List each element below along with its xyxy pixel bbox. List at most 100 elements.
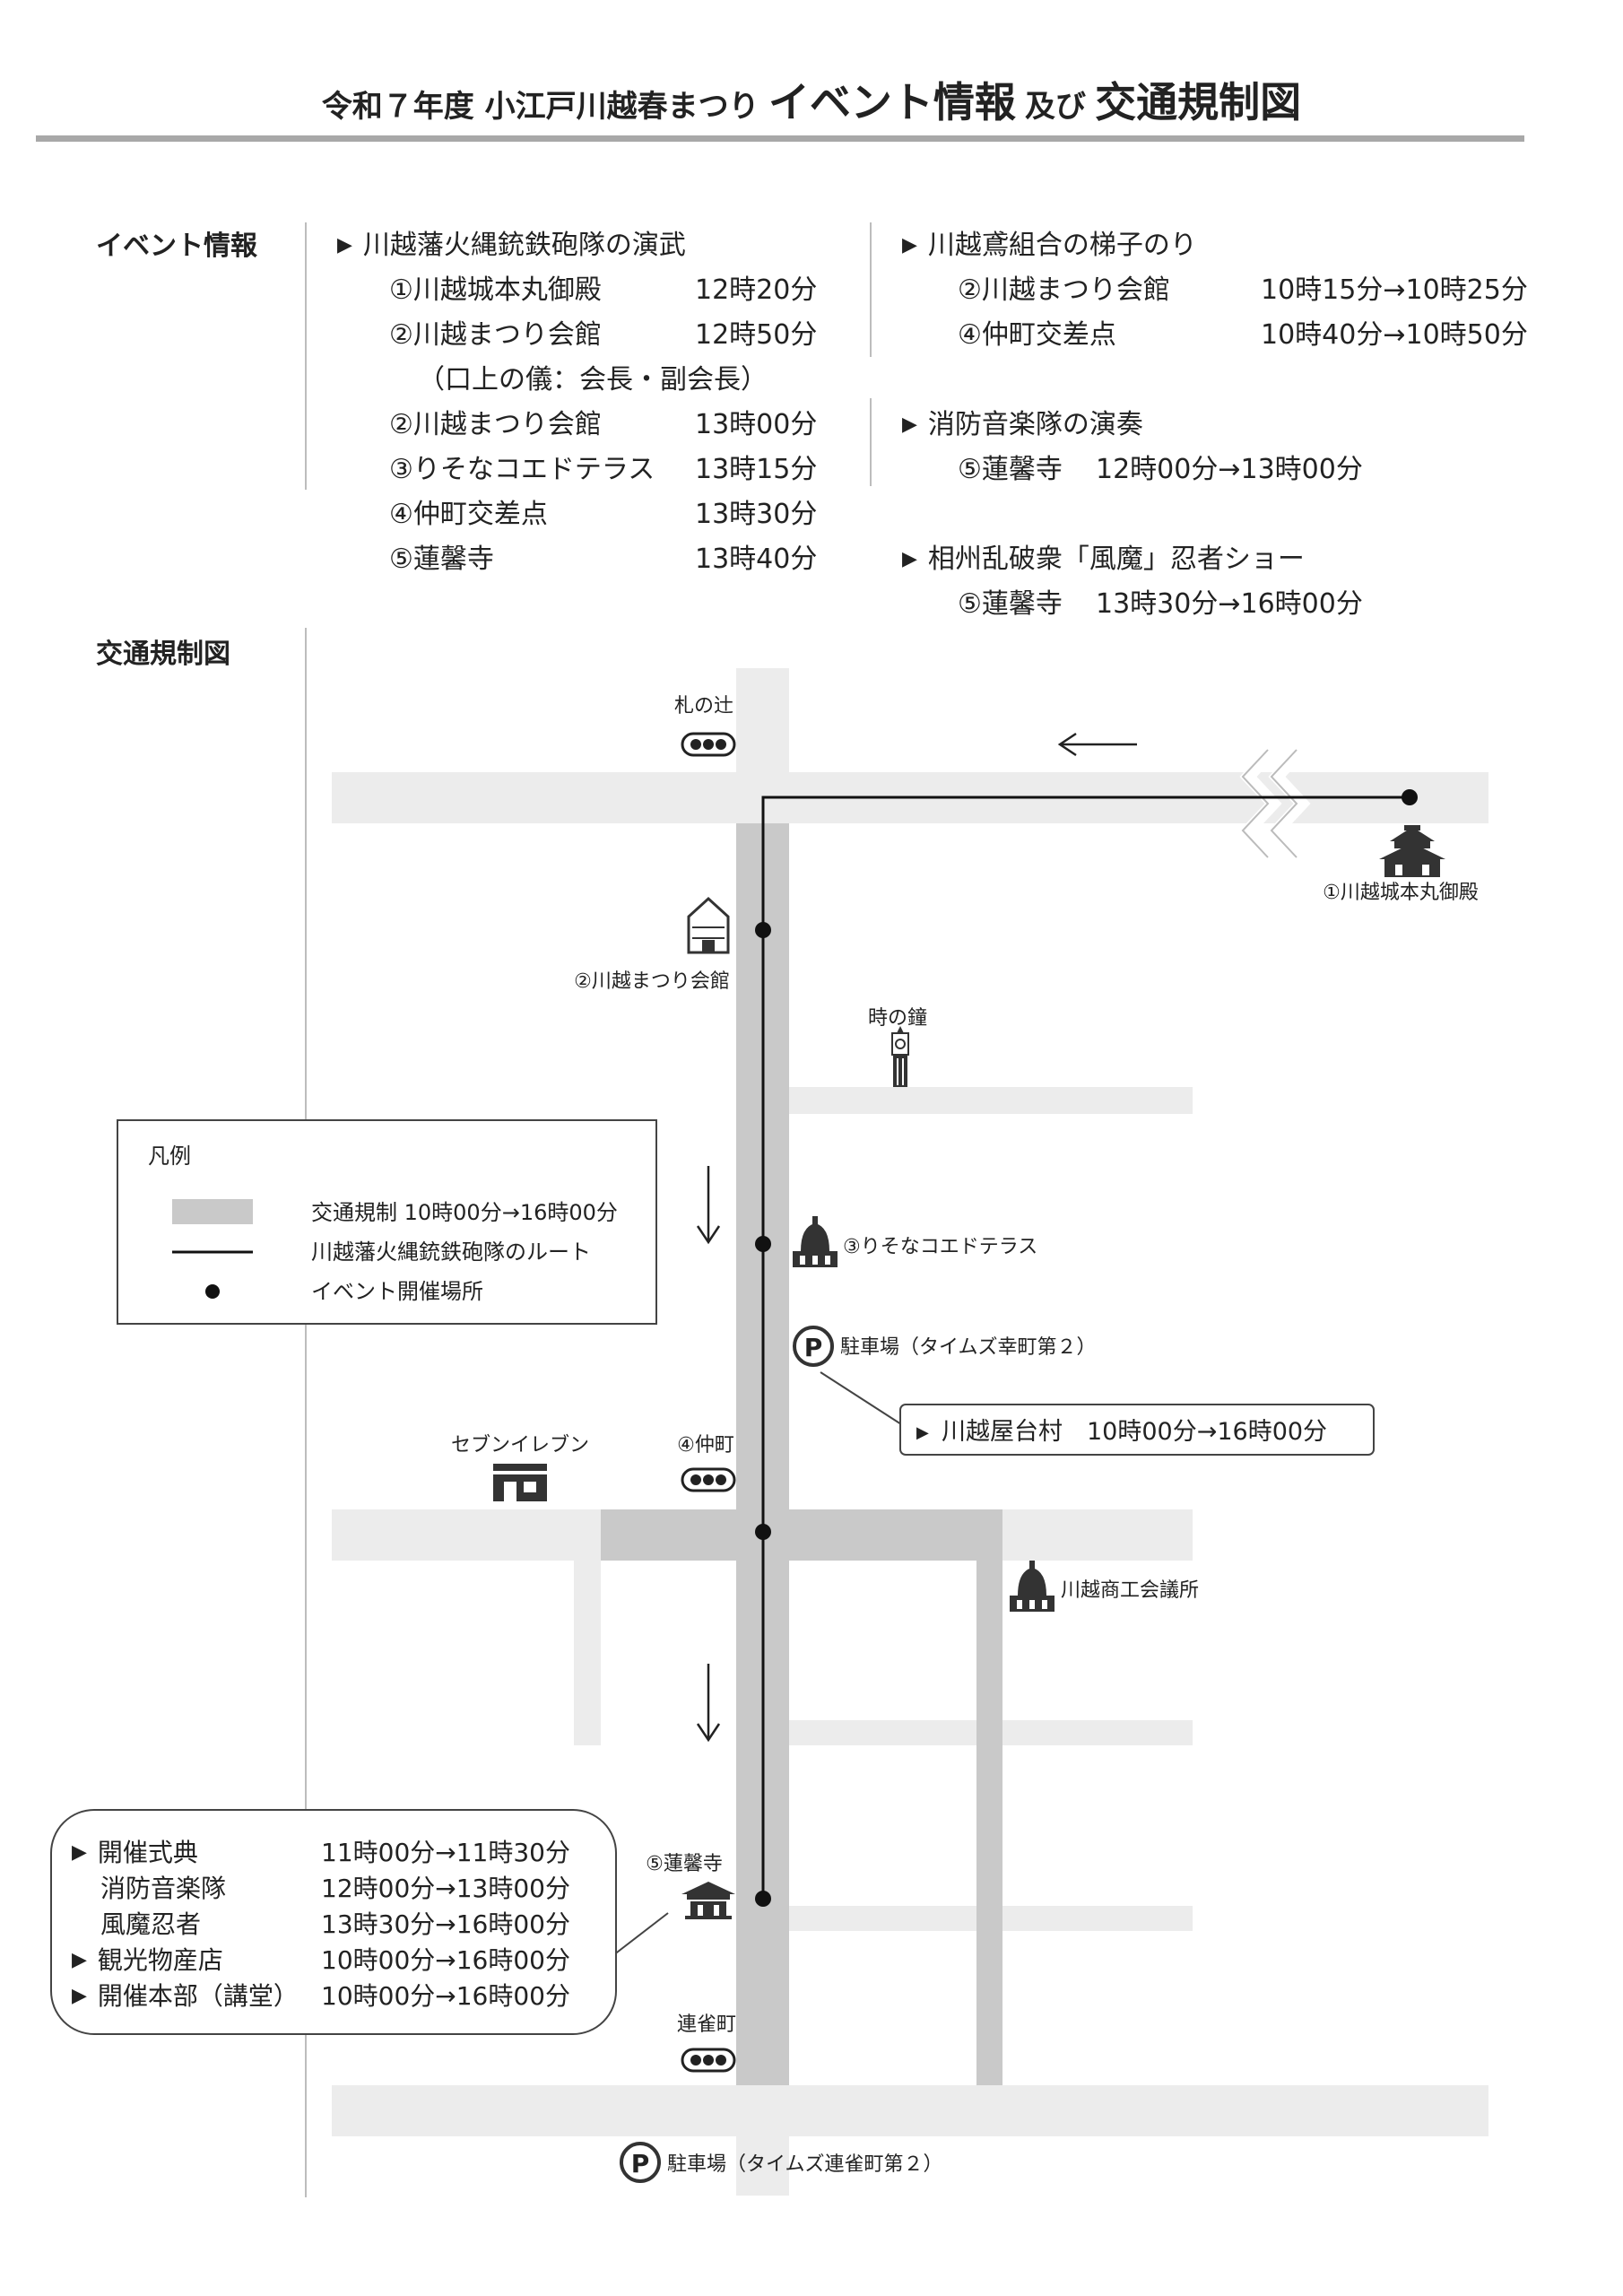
svg-text:P: P <box>631 2149 650 2179</box>
bullet-triangle-icon: ▶ <box>902 548 917 570</box>
legend-item-label: イベント開催場所 <box>311 1279 483 1304</box>
right-event-heading: ▶川越鳶組合の梯子のり <box>902 230 1197 261</box>
right-event-heading: ▶消防音楽隊の演奏 <box>902 409 1143 440</box>
label-toki-no-kane: 時の鐘 <box>868 1007 927 1030</box>
parking-icon: P <box>793 1326 834 1367</box>
label-resona: ③りそなコエドテラス <box>843 1236 1037 1258</box>
temple-icon <box>681 1882 735 1919</box>
schedule-row: ▶ 開催本部（講堂） <box>72 1977 299 2013</box>
map-section-label: 交通規制図 <box>96 639 230 670</box>
events-divider-mid-1 <box>870 222 872 357</box>
legend-title: 凡例 <box>148 1144 191 1169</box>
right-event-row-time: 10時40分→10時50分 <box>1261 319 1528 351</box>
event-dots <box>755 789 1418 1907</box>
schedule-row-time: 11時00分→11時30分 <box>321 1838 570 1867</box>
title-part2: イベント情報 <box>768 78 1016 126</box>
legend-gray-band <box>172 1199 253 1224</box>
schedule-row-name: 観光物産店 <box>97 1945 223 1975</box>
road-nakamachi-west <box>332 1509 601 1561</box>
road-tokinokane <box>789 1087 1193 1114</box>
event-dot-honmaru <box>1402 789 1418 805</box>
title-part3: 及び <box>1025 89 1086 125</box>
right-event-row-place: ②川越まつり会館 <box>958 274 1170 306</box>
schedule-row-name: 開催式典 <box>97 1838 198 1867</box>
bullet-triangle-icon: ▶ <box>337 234 352 257</box>
label-parking-saiwaicho: 駐車場（タイムズ幸町第２） <box>840 1336 1097 1359</box>
left-event-row-time: 13時30分 <box>695 499 818 530</box>
label-matsuri-kaikan: ②川越まつり会館 <box>574 970 730 993</box>
page-title: 令和７年度 小江戸川越春まつり イベント情報 及び 交通規制図 <box>0 70 1623 129</box>
events-section-label: イベント情報 <box>96 230 257 262</box>
dome-building-icon <box>793 1216 838 1267</box>
schedule-row-name: 開催本部（講堂） <box>97 1981 299 2011</box>
traffic-light-icon <box>681 2048 736 2073</box>
right-event-heading: ▶相州乱破衆「風魔」忍者ショー <box>902 544 1305 575</box>
right-event-row-time: 13時30分→16時00分 <box>1096 588 1363 620</box>
left-event-row-time: 13時15分 <box>695 454 818 485</box>
road-nakamachi-east <box>1002 1509 1193 1561</box>
yataimura-text: 川越屋台村 10時00分→16時00分 <box>942 1418 1327 1446</box>
right-event-row-place: ④仲町交差点 <box>958 319 1116 351</box>
legend-black-dot <box>205 1284 220 1299</box>
left-event-row-place: ⑤蓮馨寺 <box>389 544 494 575</box>
label-honmaru: ①川越城本丸御殿 <box>1323 882 1479 904</box>
right-event-row-time: 12時00分→13時00分 <box>1096 454 1363 485</box>
bullet-triangle-icon: ▶ <box>72 1841 87 1864</box>
title-rule <box>36 135 1524 142</box>
schedule-row-time: 12時00分→13時00分 <box>321 1874 570 1903</box>
right-event-row-time: 10時15分→10時25分 <box>1261 274 1528 306</box>
left-event-row-place: ②川越まつり会館 <box>389 409 602 440</box>
right-event-row-place: ⑤蓮馨寺 <box>958 588 1063 620</box>
castle-icon <box>1379 825 1445 877</box>
right-event-row-place: ⑤蓮馨寺 <box>958 454 1063 485</box>
arrow-down-icon <box>696 1664 721 1743</box>
left-event-heading: ▶川越藩火縄銃鉄砲隊の演武 <box>337 230 686 261</box>
left-event-row-time: 13時00分 <box>695 409 818 440</box>
label-nakamachi: ④仲町 <box>677 1434 734 1457</box>
schedule-row-time: 10時00分→16時00分 <box>321 1945 570 1975</box>
road-west-spur <box>574 1561 601 1745</box>
road-break-mark <box>1239 745 1311 862</box>
event-dot-resona <box>755 1236 771 1252</box>
left-event-row-time: 13時40分 <box>695 544 818 575</box>
left-event-row-time: 12時20分 <box>695 274 818 306</box>
events-divider-left <box>305 222 307 490</box>
label-fudanotsuji: 札の辻 <box>674 695 733 718</box>
left-event-row-note: （口上の儀：会長・副会長） <box>418 364 768 396</box>
schedule-row-name: 消防音楽隊 <box>100 1874 227 1903</box>
road-break-lines <box>1241 749 1298 858</box>
label-seven-eleven: セブンイレブン <box>451 1434 589 1457</box>
events-divider-mid-2 <box>870 398 872 486</box>
arrow-left-icon <box>1057 732 1137 757</box>
schedule-row-time: 13時30分→16時00分 <box>321 1909 570 1939</box>
bullet-triangle-icon: ▶ <box>902 413 917 436</box>
yataimura-callout <box>899 1404 1375 1456</box>
restricted-east-street <box>976 1561 1002 2085</box>
left-event-row-time: 12時50分 <box>695 319 818 351</box>
title-part1: 令和７年度 小江戸川越春まつり <box>321 89 759 125</box>
event-dot-renkeiji <box>755 1891 771 1907</box>
svg-text:P: P <box>804 1333 823 1362</box>
renkeiji-schedule-box <box>50 1809 617 2035</box>
road-bottom <box>332 2085 1488 2136</box>
bullet-triangle-icon: ▶ <box>902 234 917 257</box>
road-south-stub <box>736 2136 789 2196</box>
direction-arrows <box>696 732 1137 1743</box>
schedule-row-time: 10時00分→16時00分 <box>321 1981 570 2011</box>
label-renkeiji: ⑤蓮馨寺 <box>646 1853 723 1875</box>
parking-icon: P <box>620 2142 661 2183</box>
bell-tower-icon <box>891 1026 909 1087</box>
traffic-light-icon <box>681 1467 736 1492</box>
left-event-row-place: ①川越城本丸御殿 <box>389 274 602 306</box>
road-north-stub <box>736 668 789 772</box>
label-renjakucho: 連雀町 <box>677 2013 736 2036</box>
bullet-triangle-icon: ▶ <box>72 1985 87 2007</box>
convenience-store-icon <box>493 1464 547 1501</box>
label-parking-renjakucho: 駐車場（タイムズ連雀町第２） <box>667 2153 943 2176</box>
bullet-triangle-icon: ▶ <box>916 1423 929 1442</box>
legend-item-label: 交通規制 10時00分→16時00分 <box>311 1200 618 1225</box>
event-dot-matsuri-kaikan <box>755 922 771 938</box>
left-event-row-place: ②川越まつり会館 <box>389 319 602 351</box>
museum-house-icon <box>687 896 730 954</box>
